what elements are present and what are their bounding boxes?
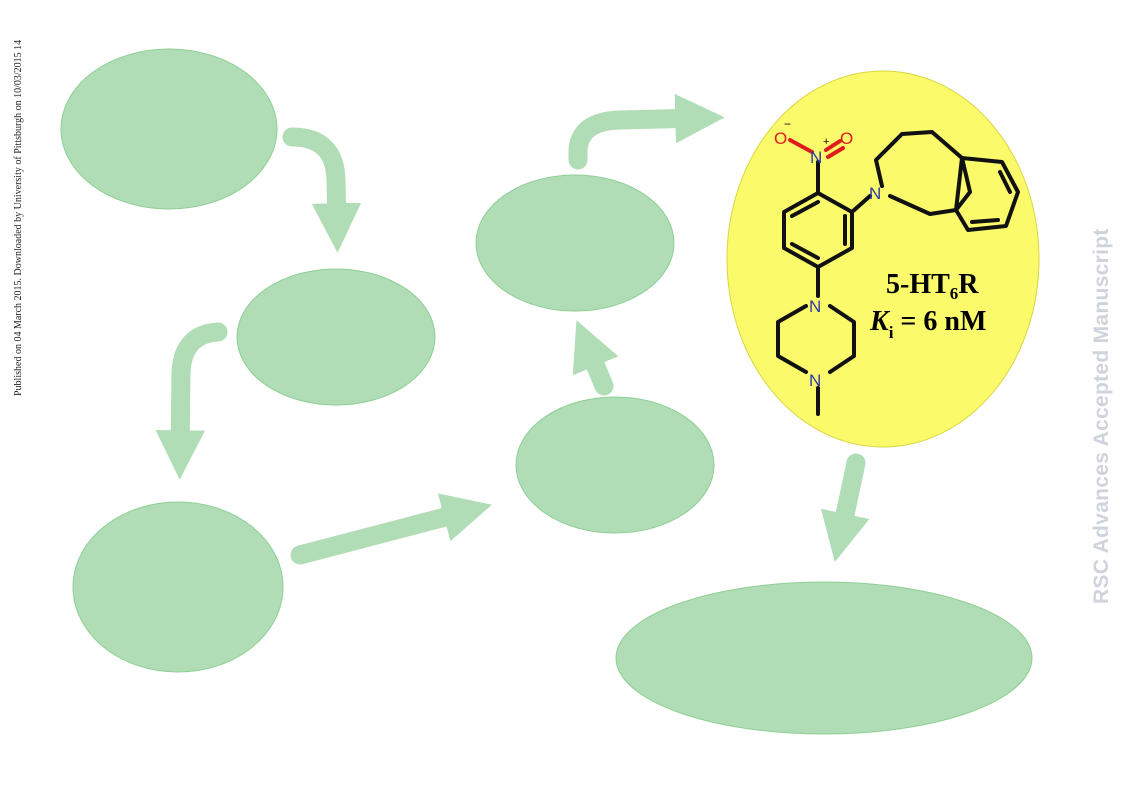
arrow-node3-to-node4 <box>290 493 492 565</box>
arrow-node2-to-node3 <box>155 322 228 480</box>
arrow-node4-to-node5 <box>572 320 619 396</box>
charge-plus: + <box>823 136 829 148</box>
arrow-node1-to-node2 <box>282 127 362 253</box>
receptor-label-tail: R <box>958 269 979 300</box>
charge-minus: − <box>784 117 791 131</box>
flow-node-4 <box>515 396 715 534</box>
affinity-value: = 6 nM <box>893 306 986 337</box>
arrows <box>155 93 870 565</box>
atom-nitro-o-left: O <box>774 129 787 148</box>
flow-node-2 <box>236 268 436 406</box>
receptor-label-sub: 6 <box>950 284 959 303</box>
arrow-compound-to-node7 <box>820 453 870 563</box>
atom-nitro-o-right: O <box>840 129 853 148</box>
affinity-sub: i <box>889 323 894 342</box>
flow-node-5 <box>475 174 675 312</box>
receptor-label: 5-HT6R <box>886 269 979 303</box>
flow-node-1 <box>60 48 278 210</box>
atom-piperazine-n-bottom: N <box>809 371 821 390</box>
flow-node-7 <box>615 581 1033 735</box>
molecule-structure <box>776 130 1020 416</box>
flow-node-3 <box>72 501 284 673</box>
atom-piperazine-n-top: N <box>809 297 821 316</box>
affinity-label: Ki = 6 nM <box>869 306 986 342</box>
molecule-atom-labels: N O O − + N N N <box>774 117 881 390</box>
nodes <box>60 48 1033 735</box>
receptor-label-main: 5-HT <box>886 269 950 300</box>
compound-highlight-node <box>726 70 1040 448</box>
affinity-symbol: K <box>869 306 891 337</box>
atom-nitro-n: N <box>810 148 822 167</box>
atom-azepine-n: N <box>869 184 881 203</box>
arrow-node5-to-compound <box>568 93 725 170</box>
